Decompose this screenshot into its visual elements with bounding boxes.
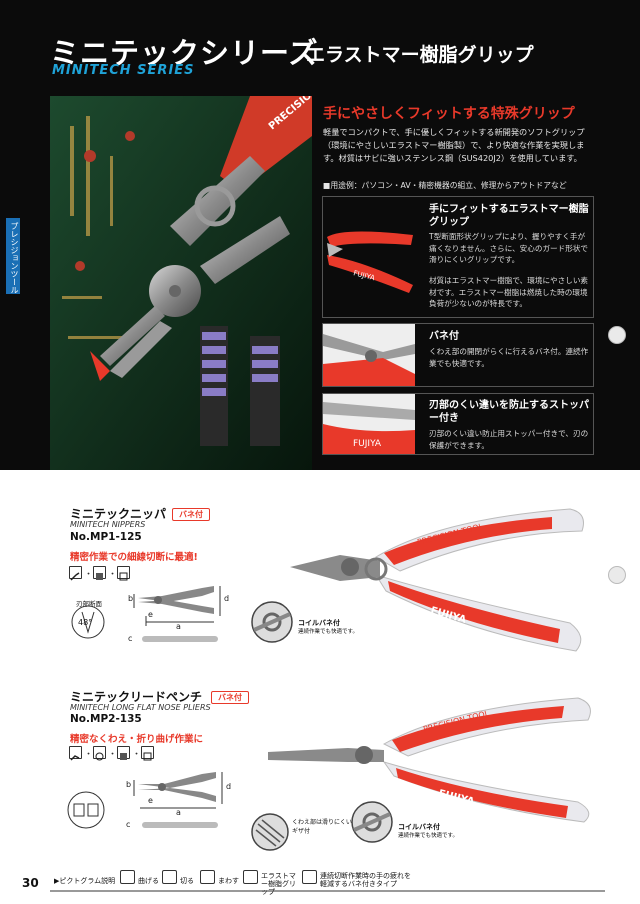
separator-icon: ・ [108,570,118,580]
grip-icon [243,870,258,884]
blade-section-circle-icon [71,605,105,639]
feature-box-spring: バネ付 くわえ部の開閉がらくに行えるバネ付。連続作業でも快適です。 [322,323,594,387]
dim-e: e [148,610,153,619]
twist-icon [93,746,106,761]
product-name-en: MINITECH LONG FLAT NOSE PLIERS [70,703,211,712]
lead-pliers-product-image: PRECISION TOOL FUJIYA [268,697,591,823]
product-catchphrase: 精密作業での細線切断に最適! [70,552,198,563]
bend-icon [120,870,135,884]
spring-badge: バネ付 [172,508,210,521]
coil-spring-closeup-icon [351,801,393,843]
spring-icon [302,870,317,884]
jaw-section-circle-icon [67,791,105,829]
coil-caption-sub: 連続作業でも快適です。 [398,833,458,839]
nipper-product-image: PRECISION TOOL FUJIYA [290,508,584,652]
legend-label: 切る [180,877,194,885]
legend-label: 曲げる [138,877,159,885]
cut-icon [69,566,82,581]
pliers-dimension-diagram [133,772,223,828]
product-name: ミニテックリードペンチ [70,690,203,704]
grip-image: FUJIYA [323,197,415,317]
coil-spring-closeup-icon [251,601,293,643]
bend-icon [69,746,82,761]
legend-label: まわす [218,877,239,885]
coil-caption-sub: 連続作業でも快適です。 [298,629,358,635]
legend-label: 連続切断作業時の手の疲れを軽減するバネ付きタイプ [320,872,411,888]
blade-angle: 48° [78,618,93,627]
spring-image [323,324,415,386]
feature-box-stopper: FUJIYA 刃部のくい違いを防止するストッパー付き 刃部のくい違い防止用ストッ… [322,393,594,455]
twist-icon [200,870,215,884]
coil-caption-title: コイルバネ付 [398,823,440,831]
series-name-en: MINITECH SERIES [52,63,195,78]
spring-closeup-icon [323,334,415,386]
spring-icon [141,746,154,761]
footer-divider [50,890,605,892]
box-description: くわえ部の開閉がらくに行えるバネ付。連続作業でも快適です。 [429,347,589,368]
uses-text: ■用途例：パソコン・AV・精密機器の組立、修理からアウトドアなど [323,181,567,190]
binder-hole [608,326,626,344]
hero-photo: PRECISION [50,96,312,470]
spring-icon [117,566,130,581]
page-number: 30 [22,876,39,890]
feature-title: 手にやさしくフィットする特殊グリップ [323,106,575,122]
circuit-board-pliers-illustration: PRECISION [50,96,312,470]
separator-icon: ・ [132,750,142,760]
dim-d: d [224,594,230,603]
stopper-closeup-icon: FUJIYA [323,402,415,454]
nipper-dimension-diagram [133,586,221,642]
dim-c: c [126,820,131,829]
legend-label: エラストマー樹脂グリップ [261,872,296,896]
dim-a: a [176,808,181,817]
serrated-jaw-closeup-icon [251,813,289,851]
binder-hole [608,566,626,584]
box-title: 手にフィットするエラストマー樹脂グリップ [429,204,589,228]
dim-e: e [148,796,153,805]
separator-icon: ・ [84,570,94,580]
svg-text:FUJIYA: FUJIYA [353,439,382,449]
stopper-image: FUJIYA [323,394,415,454]
page-title: ミニテックシリーズ [50,36,319,70]
product-catchphrase: 精密なくわえ・折り曲げ作業に [70,734,204,745]
dim-d: d [226,782,232,791]
dim-b: b [128,594,134,603]
box-description: 刃部のくい違い防止用ストッパー付きで、刃の保護ができます。 [429,429,589,450]
grip-icon [117,746,130,760]
box-description-2: 材質はエラストマー樹脂で、環境にやさしい素材です。エラストマー樹脂は燃焼した時の… [429,276,589,308]
product-number: No.MP1-125 [70,531,142,543]
product-name: ミニテックニッパ [70,507,167,521]
box-title: バネ付 [429,331,459,342]
coil-caption-title: コイルバネ付 [298,619,340,627]
feature-box-grip: FUJIYA 手にフィットするエラストマー樹脂グリップ T型断面形状グリップによ… [322,196,594,318]
separator-icon: ・ [108,750,118,760]
box-title: 刃部のくい違いを防止するストッパー付き [429,400,589,424]
legend-title: ▶ピクトグラム説明 [54,877,116,885]
grip-caption: くわえ部は滑りにくいギザ付 [292,819,352,835]
dim-b: b [126,780,132,789]
blade-section-label: 刃部断面 [76,600,102,608]
feature-description: 軽量でコンパクトで、手に優しくフィットする新開発のソフトグリップ（環境にやさしい… [323,127,585,163]
grip-icon [93,566,106,580]
spring-badge: バネ付 [211,691,249,704]
pliers-grip-icon: FUJIYA [327,231,413,293]
dim-c: c [128,634,133,643]
cut-icon [162,870,177,884]
product-name-en: MINITECH NIPPERS [70,520,146,529]
product-number: No.MP2-135 [70,713,142,725]
dim-a: a [176,622,181,631]
page-subtitle: エラストマー樹脂グリップ [306,44,534,66]
box-description: T型断面形状グリップにより、握りやすく手が痛くなりません。さらに、安心のガード形… [429,232,589,264]
separator-icon: ・ [84,750,94,760]
side-tab-label: プレシジョンツール [6,218,20,294]
